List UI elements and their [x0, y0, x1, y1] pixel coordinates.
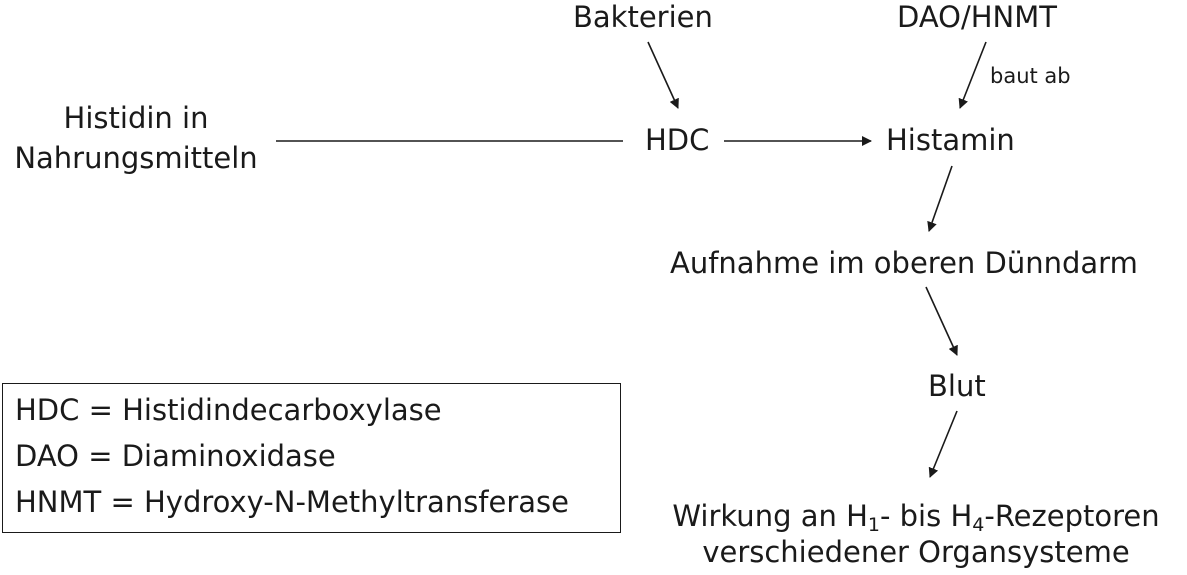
wirkung-suffix: -Rezeptoren	[984, 499, 1160, 533]
wirkung-sub1: 1	[867, 514, 880, 536]
node-hdc: HDC	[645, 123, 710, 157]
arrow-bakterien-to-hdc	[647, 41, 679, 109]
edge-label-baut-ab: baut ab	[990, 64, 1071, 88]
wirkung-sub2: 4	[972, 514, 985, 536]
node-wirkung-line2: verschiedener Organsysteme	[702, 535, 1130, 569]
node-blut: Blut	[928, 369, 986, 403]
arrow-blut-to-wirkung	[928, 410, 958, 478]
node-histidin: Histidin in Nahrungsmitteln	[0, 98, 272, 178]
arrow-histamin-to-aufnahme	[927, 165, 953, 232]
node-wirkung: Wirkung an H1- bis H4-Rezeptoren verschi…	[645, 496, 1187, 572]
node-bakterien: Bakterien	[573, 0, 713, 34]
legend-item-hnmt: HNMT = Hydroxy-N-Methyltransferase	[15, 485, 570, 519]
node-wirkung-line1: Wirkung an H1- bis H4-Rezeptoren	[645, 496, 1187, 536]
legend-box: HDC = Histidindecarboxylase DAO = Diamin…	[2, 383, 621, 533]
node-histamin: Histamin	[886, 123, 1015, 157]
node-dao-hnmt: DAO/HNMT	[897, 0, 1057, 34]
wirkung-prefix: Wirkung an H	[672, 499, 868, 533]
wirkung-middle: - bis H	[879, 499, 973, 533]
arrow-aufnahme-to-blut	[925, 286, 958, 356]
node-histidin-line2: Nahrungsmitteln	[14, 141, 258, 175]
node-aufnahme: Aufnahme im oberen Dünndarm	[670, 246, 1138, 280]
arrow-dao-to-histamin	[958, 41, 987, 109]
node-histidin-line1: Histidin in	[63, 101, 209, 135]
legend-item-hdc: HDC = Histidindecarboxylase	[15, 393, 442, 427]
legend-item-dao: DAO = Diaminoxidase	[15, 439, 336, 473]
